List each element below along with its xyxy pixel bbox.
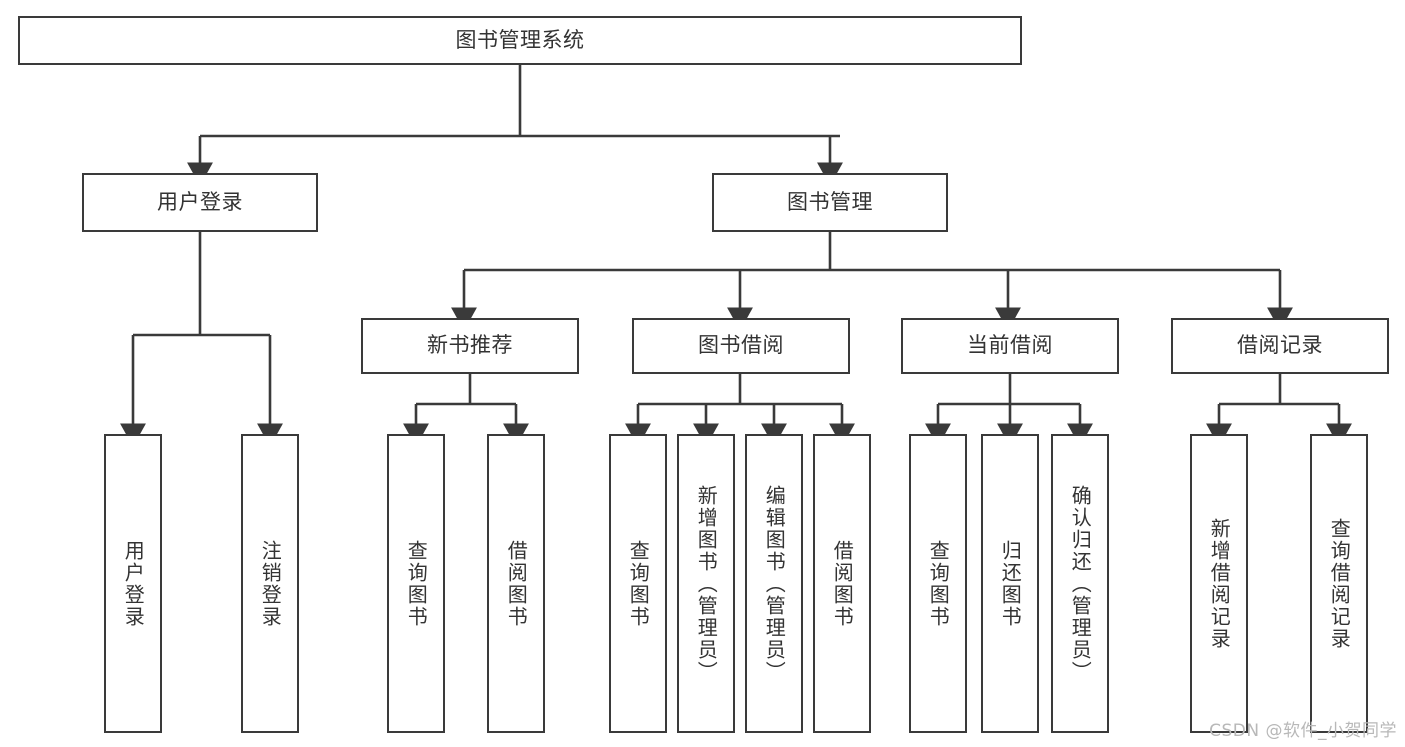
leaf-user-login[interactable]: 用户登录	[104, 434, 162, 733]
leaf-borrow-book[interactable]: 借阅图书	[813, 434, 871, 733]
leaf-query-book-recommend[interactable]: 查询图书	[387, 434, 445, 733]
node-new-book-recommend[interactable]: 新书推荐	[361, 318, 579, 374]
leaf-query-book-borrow[interactable]: 查询图书	[609, 434, 667, 733]
node-book-borrow[interactable]: 图书借阅	[632, 318, 850, 374]
leaf-user-logout[interactable]: 注销登录	[241, 434, 299, 733]
watermark: CSDN @软件_小贺同学	[1209, 721, 1397, 741]
leaf-return-book[interactable]: 归还图书	[981, 434, 1039, 733]
leaf-add-book-admin[interactable]: 新增图书（管理员）	[677, 434, 735, 733]
node-root[interactable]: 图书管理系统	[18, 16, 1022, 65]
node-current-borrow[interactable]: 当前借阅	[901, 318, 1119, 374]
node-borrow-records[interactable]: 借阅记录	[1171, 318, 1389, 374]
leaf-borrow-book-recommend[interactable]: 借阅图书	[487, 434, 545, 733]
leaf-add-borrow-record[interactable]: 新增借阅记录	[1190, 434, 1248, 733]
leaf-edit-book-admin[interactable]: 编辑图书（管理员）	[745, 434, 803, 733]
leaf-query-book-current[interactable]: 查询图书	[909, 434, 967, 733]
leaf-query-borrow-record[interactable]: 查询借阅记录	[1310, 434, 1368, 733]
node-user-login[interactable]: 用户登录	[82, 173, 318, 232]
node-book-management[interactable]: 图书管理	[712, 173, 948, 232]
leaf-confirm-return-admin[interactable]: 确认归还（管理员）	[1051, 434, 1109, 733]
